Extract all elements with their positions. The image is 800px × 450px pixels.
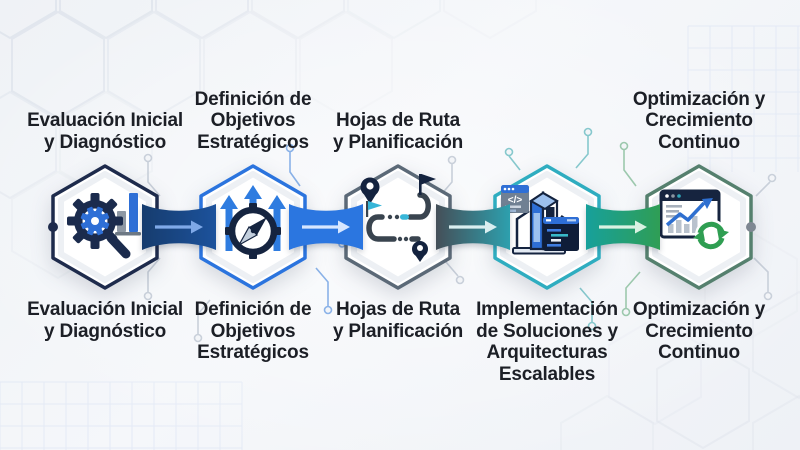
connector-1 [142,204,216,250]
terminal-window-icon [543,217,579,251]
gear-magnifier-icon [67,193,141,259]
step-4-bottom-label: Implementación de Soluciones y Arquitect… [476,299,618,385]
chart-refresh-icon [659,189,729,251]
step-3-bottom-label: Hojas de Ruta y Planificación [332,299,464,342]
node-dot [746,222,756,232]
refresh-icon [693,219,729,251]
step-5-hexagon [645,164,756,290]
step-1-top-label: Evaluación Inicial y Diagnóstico [27,110,183,153]
step-3-top-label: Hojas de Ruta y Planificación [332,110,464,153]
step-2-hexagon [199,164,307,290]
step-3-hexagon [344,164,452,290]
step-5-bottom-label: Optimización y Crecimiento Continuo [632,299,766,363]
flag-icon [419,174,436,195]
map-pin-icon [360,177,380,204]
building-code-icon: </> [501,185,579,255]
step-2-top-label: Definición de Objetivos Estratégicos [194,88,312,153]
route-map-icon [360,174,436,262]
step-1-hexagon [48,164,159,290]
connector-4 [586,204,660,250]
svg-text:</>: </> [508,195,523,206]
map-pin-icon [412,241,428,262]
connector-2 [289,204,363,250]
flag-cyan-icon [366,201,382,217]
step-4-hexagon: </> [493,164,601,290]
step-5-top-label: Optimización y Crecimiento Continuo [632,88,766,153]
step-2-bottom-label: Definición de Objetivos Estratégicos [194,299,312,363]
step-1-bottom-label: Evaluación Inicial y Diagnóstico [27,299,183,342]
compass-arrows-icon [220,185,286,259]
node-dot [48,222,58,232]
connector-3 [436,204,510,250]
